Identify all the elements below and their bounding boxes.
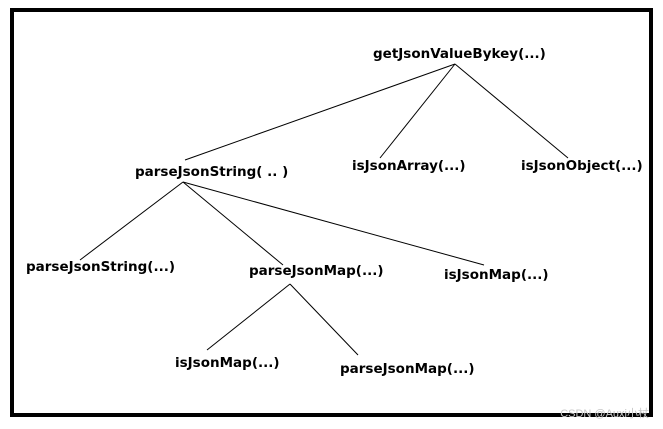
node-parse-json-string-child: parseJsonString(...) (26, 259, 176, 275)
node-root: getJsonValueBykey(...) (373, 46, 546, 62)
node-is-json-array: isJsonArray(...) (352, 158, 466, 174)
edge-parse-json-string-to-child (79, 181, 184, 261)
csdn-watermark: CSDN @Auxi小杖 (560, 408, 649, 420)
edge-parse-json-string-to-is-json-map (182, 181, 485, 266)
edge-parse-json-map-to-is-json-map (206, 283, 291, 351)
node-parse-json-map-bottom: parseJsonMap(...) (340, 361, 475, 377)
node-is-json-map-right: isJsonMap(...) (444, 267, 549, 283)
edge-root-to-is-json-array (379, 63, 456, 159)
node-is-json-object: isJsonObject(...) (521, 158, 643, 174)
edge-root-to-parse-json-string (184, 63, 456, 161)
diagram-frame (10, 8, 653, 417)
node-is-json-map-bottom: isJsonMap(...) (175, 355, 280, 371)
node-parse-json-map-mid: parseJsonMap(...) (249, 263, 384, 279)
edge-parse-json-map-to-parse-json-map (289, 283, 359, 356)
node-parse-json-string-top: parseJsonString( .. ) (135, 164, 289, 180)
edge-root-to-is-json-object (454, 63, 569, 159)
edge-parse-json-string-to-parse-json-map (182, 181, 284, 266)
